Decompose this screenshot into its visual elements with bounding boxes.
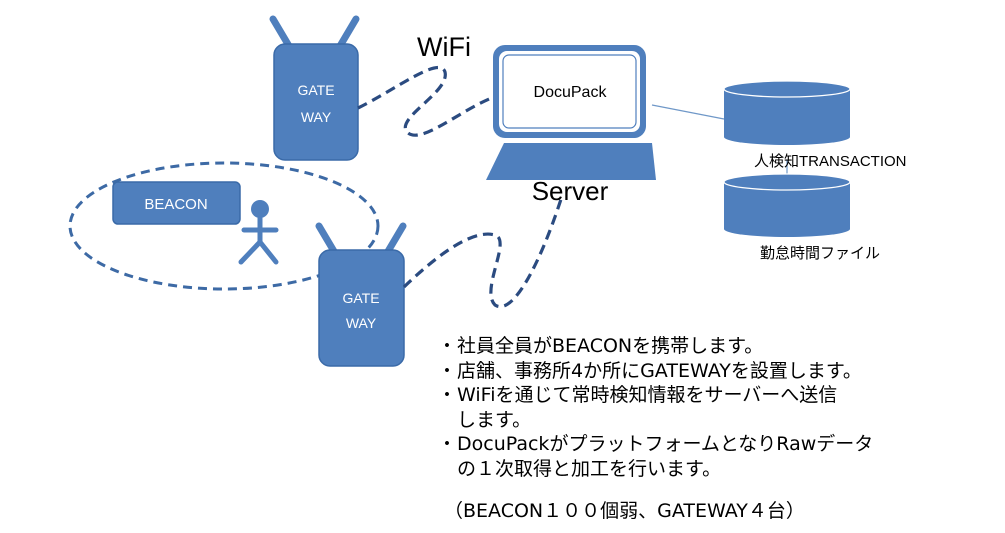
- monitor-screen: [499, 51, 640, 132]
- bullet-marker: ・: [437, 335, 457, 357]
- database-cylinder-icon: [724, 89, 850, 145]
- wifi-link-top: [357, 65, 495, 137]
- database-cylinder-icon: [724, 182, 850, 237]
- database-transaction: 人検知TRANSACTION: [723, 80, 907, 170]
- wifi-link-bottom: [402, 195, 564, 309]
- person-icon: [238, 200, 279, 265]
- antenna-icon: [269, 15, 293, 50]
- wifi-label: WiFi: [417, 32, 471, 62]
- gateway-label-line1: GATE: [342, 290, 379, 306]
- note-text: DocuPackがプラットフォームとなりRawデータ: [457, 433, 874, 455]
- keyboard-base: [486, 143, 656, 180]
- bullet-marker: ・: [437, 359, 457, 382]
- bullet-marker: ・: [437, 384, 457, 406]
- gateway-label-line2: WAY: [346, 315, 377, 331]
- note-text: します。: [457, 408, 532, 431]
- beacon-box: [112, 181, 241, 225]
- note-text: 社員全員がBEACONを携帯します。: [457, 335, 764, 357]
- gateway-box: [318, 249, 405, 367]
- coverage-area-ellipse: [68, 161, 380, 291]
- note-text: の１次取得と加工を行います。: [457, 457, 722, 480]
- gateway-box: [273, 43, 359, 161]
- beacon: BEACON: [112, 181, 241, 225]
- note-text: WiFiを通じて常時検知情報をサーバーへ送信: [457, 384, 838, 406]
- docupack-label: DocuPack: [534, 84, 608, 101]
- database-label: 勤怠時間ファイル: [760, 245, 880, 262]
- antenna-icon: [315, 222, 339, 257]
- gateway-bottom: GATE WAY: [315, 222, 407, 367]
- monitor-screen-border: [502, 54, 637, 129]
- note-item: ・DocuPackがプラットフォームとなりRawデータの１次取得と加工を行います…: [437, 432, 977, 481]
- note-item: ・社員全員がBEACONを携帯します。: [437, 334, 977, 359]
- database-label: 人検知TRANSACTION: [754, 153, 907, 170]
- gateway-top: GATE WAY: [269, 15, 360, 161]
- gateway-label-line1: GATE: [297, 82, 334, 98]
- notes-list: ・社員全員がBEACONを携帯します。・店舗、事務所4か所にGATEWAYを設置…: [437, 334, 977, 481]
- gateway-label-line2: WAY: [301, 109, 332, 125]
- beacon-label: BEACON: [144, 196, 207, 213]
- note-item: ・店舗、事務所4か所にGATEWAYを設置します。: [437, 359, 977, 384]
- server-db-connector: [651, 104, 725, 120]
- bullet-marker: ・: [437, 433, 457, 455]
- antenna-icon: [336, 15, 360, 50]
- footnote: （BEACON１００個弱、GATEWAY４台）: [444, 500, 805, 522]
- antenna-icon: [383, 222, 407, 257]
- server-label: Server: [532, 176, 609, 206]
- note-item: ・WiFiを通じて常時検知情報をサーバーへ送信します。: [437, 383, 977, 432]
- server-computer: DocuPack Server: [486, 45, 656, 206]
- note-text: 店舗、事務所4か所にGATEWAYを設置します。: [457, 359, 862, 382]
- database-attendance: 勤怠時間ファイル: [723, 173, 880, 262]
